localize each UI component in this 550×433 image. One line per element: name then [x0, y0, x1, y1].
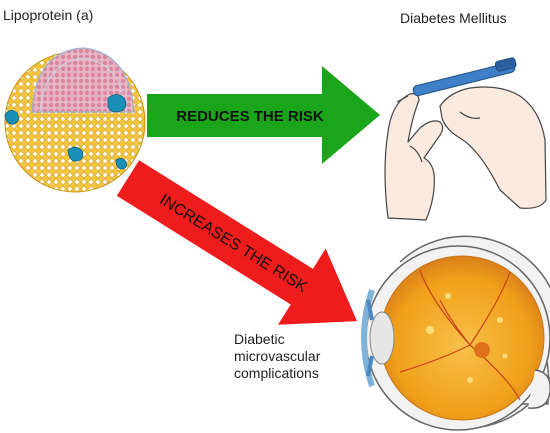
reduces-risk-label: REDUCES THE RISK	[176, 108, 324, 125]
reduces-risk-arrow: REDUCES THE RISK	[147, 66, 380, 164]
eye-cross-section-icon	[361, 235, 550, 431]
microvascular-complications-label: Diabetic microvascular complications	[234, 331, 321, 381]
reduces-risk-arrow-shape	[147, 66, 380, 164]
lipoprotein-particle-icon	[4, 47, 146, 193]
hand-with-insulin-pen-icon	[384, 57, 547, 221]
increases-risk-arrow: INCREASES THE RISK	[116, 160, 357, 325]
diabetes-mellitus-label: Diabetes Mellitus	[400, 10, 507, 26]
increases-risk-arrow-shape	[116, 160, 357, 325]
lipoprotein-label: Lipoprotein (a)	[3, 7, 94, 23]
increases-risk-label: INCREASES THE RISK	[156, 191, 310, 296]
